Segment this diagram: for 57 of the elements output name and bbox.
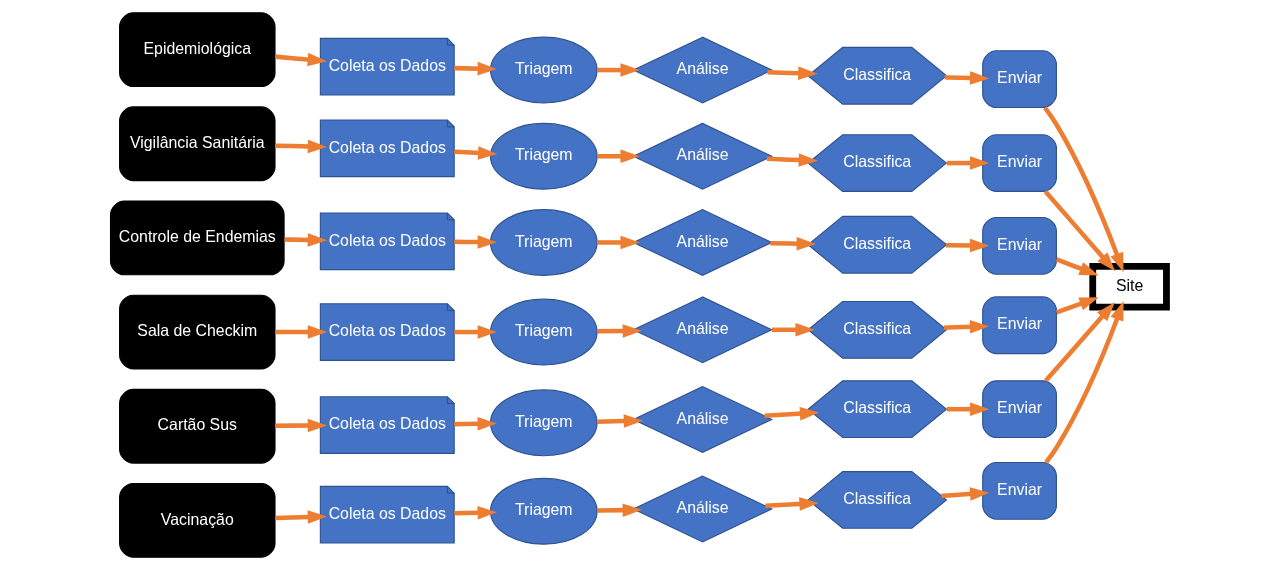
arrow [275,52,328,67]
arrow [454,505,497,520]
node-ellipse: Triagem [489,36,598,104]
node-box: Sala de Checkim [119,294,276,370]
arrow [597,63,640,77]
arrow [454,235,497,249]
node-box: Cartão Sus [119,388,276,464]
arrow [1044,302,1115,383]
node-diamond: Análise [632,475,774,543]
arrow [1044,300,1124,464]
node-box: Enviar [982,50,1057,109]
arrow [941,487,990,501]
arrow [597,324,642,338]
arrow [275,510,328,524]
arrow [454,61,497,76]
arrow [597,414,644,428]
node-box: Epidemiológica [119,12,276,88]
arrow [766,153,819,167]
node-box: Site [1089,262,1170,311]
node-ellipse: Triagem [489,477,598,545]
node-box: Vacinação [119,482,276,558]
arrow [770,236,816,251]
node-box: Vigilância Sanitária [119,106,276,182]
arrow [275,325,328,339]
arrow [275,418,328,433]
arrow [1043,189,1116,272]
arrow [1043,106,1124,273]
arrow [454,417,497,431]
arrow [765,497,819,511]
arrow [946,156,990,170]
arrow [943,320,990,334]
arrow [454,146,498,160]
arrow [454,325,497,339]
node-box: Enviar [982,380,1057,439]
arrow [945,238,990,253]
arrow [597,149,640,164]
arrow [1055,297,1099,315]
node-ellipse: Triagem [489,298,598,366]
arrow [764,406,820,421]
node-box: Enviar [982,216,1057,275]
node-diamond: Análise [632,36,774,104]
node-ellipse: Triagem [489,122,598,190]
arrow [771,323,815,337]
node-ellipse: Triagem [489,389,598,457]
arrow [284,233,328,247]
node-ellipse: Triagem [489,209,598,276]
arrow [1055,257,1099,276]
arrow [275,139,328,154]
node-box: Enviar [982,134,1057,192]
node-box: Controle de Endemias [109,200,285,276]
node-box: Enviar [982,296,1057,355]
arrow [597,503,642,517]
arrow [944,71,990,85]
arrow [946,402,990,416]
arrow [597,235,640,250]
node-box: Enviar [982,461,1057,520]
arrow [767,66,818,80]
